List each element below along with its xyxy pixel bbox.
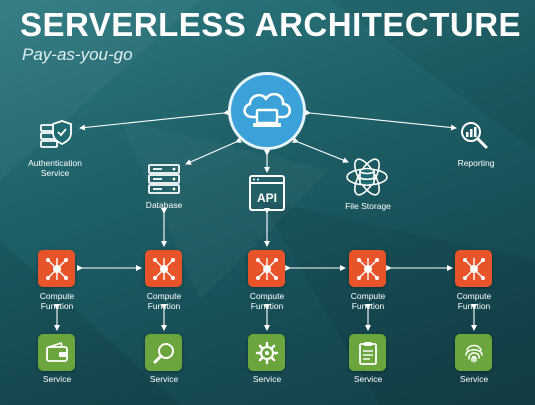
compute-function-label: Compute Function bbox=[39, 291, 75, 311]
compute-function-3 bbox=[248, 250, 285, 287]
service-3 bbox=[248, 334, 285, 371]
api-icon-text: API bbox=[257, 191, 277, 205]
compute-function-2 bbox=[145, 250, 182, 287]
network-node-icon bbox=[356, 257, 379, 280]
clipboard-icon bbox=[358, 341, 377, 365]
compute-function-5 bbox=[455, 250, 492, 287]
edge-cloud-auth bbox=[79, 109, 230, 131]
compute-function-label: Compute Function bbox=[249, 291, 285, 311]
wallet-icon bbox=[45, 341, 68, 362]
database-label: Database bbox=[145, 200, 183, 210]
service-5 bbox=[455, 334, 492, 371]
compute-function-1 bbox=[38, 250, 75, 287]
edge-cloud-file-storage bbox=[292, 137, 349, 163]
service-label: Service bbox=[42, 374, 72, 384]
service-label: Service bbox=[252, 374, 282, 384]
compute-function-label: Compute Function bbox=[146, 291, 182, 311]
atom-database-icon bbox=[346, 158, 388, 196]
compute-function-label: Compute Function bbox=[350, 291, 386, 311]
network-node-icon bbox=[462, 257, 485, 280]
network-node-icon bbox=[45, 257, 68, 280]
cloud-laptop-icon bbox=[243, 92, 292, 127]
service-4 bbox=[349, 334, 386, 371]
page-title: SERVERLESS ARCHITECTURE bbox=[20, 6, 522, 43]
magnifier-chart-icon bbox=[461, 122, 488, 149]
page-subtitle: Pay-as-you-go bbox=[22, 45, 133, 64]
edge-cloud-database bbox=[185, 137, 242, 165]
auth-service-node bbox=[38, 117, 74, 156]
network-node-icon bbox=[152, 257, 175, 280]
service-1 bbox=[38, 334, 75, 371]
database-node bbox=[146, 163, 182, 202]
auth-service-label: Authentication Service bbox=[28, 158, 82, 178]
fingerprint-icon bbox=[464, 344, 483, 363]
file-storage-node bbox=[345, 155, 389, 204]
network-node-icon bbox=[255, 257, 278, 280]
compute-function-label: Compute Function bbox=[456, 291, 492, 311]
file-storage-label: File Storage bbox=[345, 201, 391, 211]
cloud-node bbox=[228, 72, 306, 150]
edge-cloud-reporting bbox=[304, 109, 457, 131]
api-node: API bbox=[248, 174, 286, 217]
api-window-icon: API bbox=[249, 175, 285, 211]
compute-function-4 bbox=[349, 250, 386, 287]
service-label: Service bbox=[149, 374, 179, 384]
reporting-node bbox=[459, 120, 489, 155]
shield-server-icon bbox=[40, 120, 72, 148]
gear-icon bbox=[255, 341, 278, 364]
server-rack-icon bbox=[148, 164, 180, 194]
reporting-label: Reporting bbox=[457, 158, 495, 168]
service-2 bbox=[145, 334, 182, 371]
service-label: Service bbox=[459, 374, 489, 384]
service-label: Service bbox=[353, 374, 383, 384]
search-icon bbox=[153, 342, 174, 363]
